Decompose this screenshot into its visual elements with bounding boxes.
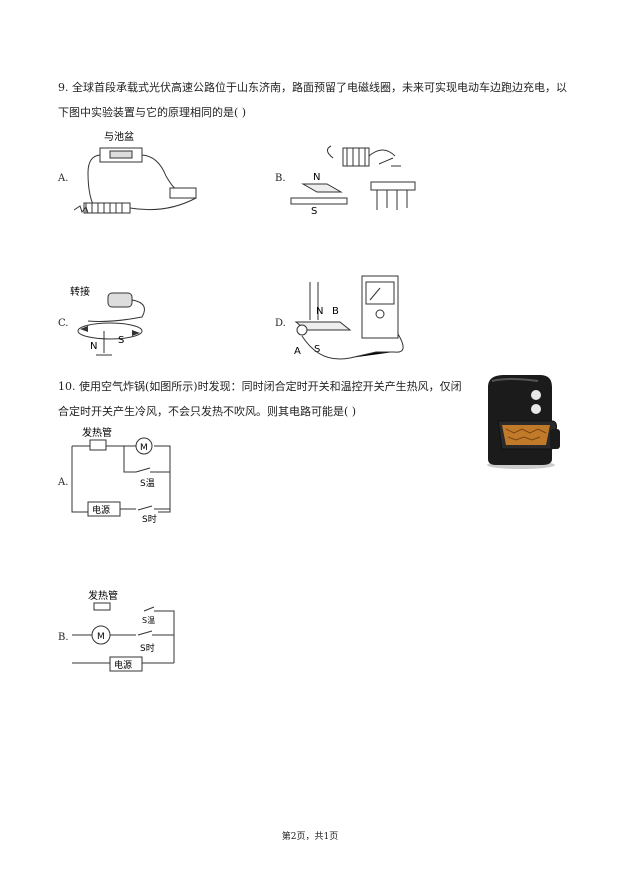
q10-fig-b-heater: 发热管 — [88, 589, 118, 602]
q9-fig-c-s: S — [118, 335, 124, 346]
q10-fig-a-power: 电源 — [92, 504, 110, 516]
q10-fig-b-power: 电源 — [114, 659, 132, 671]
q9-fig-d-s: S — [314, 344, 320, 355]
q10-option-b-label: B. — [58, 632, 69, 643]
q10-fig-a-s-temp: S温 — [140, 478, 155, 489]
q9-fig-c-label: 转接 — [70, 285, 90, 298]
q10-fig-a-motor: M — [140, 443, 148, 453]
q10-figure-a: 发热管 M S温 电源 S时 — [71, 426, 171, 525]
q10-fig-a-heater: 发热管 — [82, 426, 112, 439]
q9-figure-c: 转接 N S — [70, 285, 145, 356]
q10-figure-b: 发热管 S温 M S时 电源 — [72, 589, 175, 672]
q9-fig-a-label: 与池盆 — [104, 130, 134, 143]
q9-line-2: 下图中实验装置与它的原理相同的是( ) — [58, 106, 247, 119]
q9-option-c-label: C. — [58, 318, 69, 329]
q9-option-a-label: A. — [58, 173, 69, 184]
q9-fig-d-n: N — [316, 306, 323, 317]
q10-fig-b-s-timer: S时 — [140, 642, 155, 654]
q9-fig-b-n: N — [313, 172, 320, 183]
q9-figure-b: N S — [290, 145, 416, 217]
q9-fig-b-s: S — [311, 206, 317, 217]
q10-fig-b-motor: M — [97, 632, 105, 642]
q9-fig-d-a: A — [294, 346, 301, 357]
q9-option-b-label: B. — [275, 173, 286, 184]
q10-option-a-label: A. — [58, 477, 69, 488]
q9-line-1: 9. 全球首段承载式光伏高速公路位于山东济南，路面预留了电磁线圈，未来可实现电动… — [58, 81, 567, 94]
air-fryer-image — [487, 375, 560, 469]
q10-fig-b-s-temp: S温 — [142, 616, 155, 625]
q9-option-d-label: D. — [275, 318, 286, 329]
q10-line-1: 10. 使用空气炸锅(如图所示)时发现：同时闭合定时开关和温控开关产生热风，仅闭 — [58, 380, 462, 393]
page-footer: 第2页，共1页 — [281, 832, 339, 842]
q9-figure-a: 与池盆 — [73, 130, 197, 214]
q9-fig-d-b: B — [332, 306, 339, 317]
q10-fig-a-s-timer: S时 — [142, 513, 157, 525]
q9-figure-d: N B A S — [294, 275, 404, 360]
q9-fig-c-n: N — [90, 341, 97, 352]
q10-line-2: 合定时开关产生冷风，不会只发热不吹风。则其电路可能是( ) — [58, 405, 357, 418]
